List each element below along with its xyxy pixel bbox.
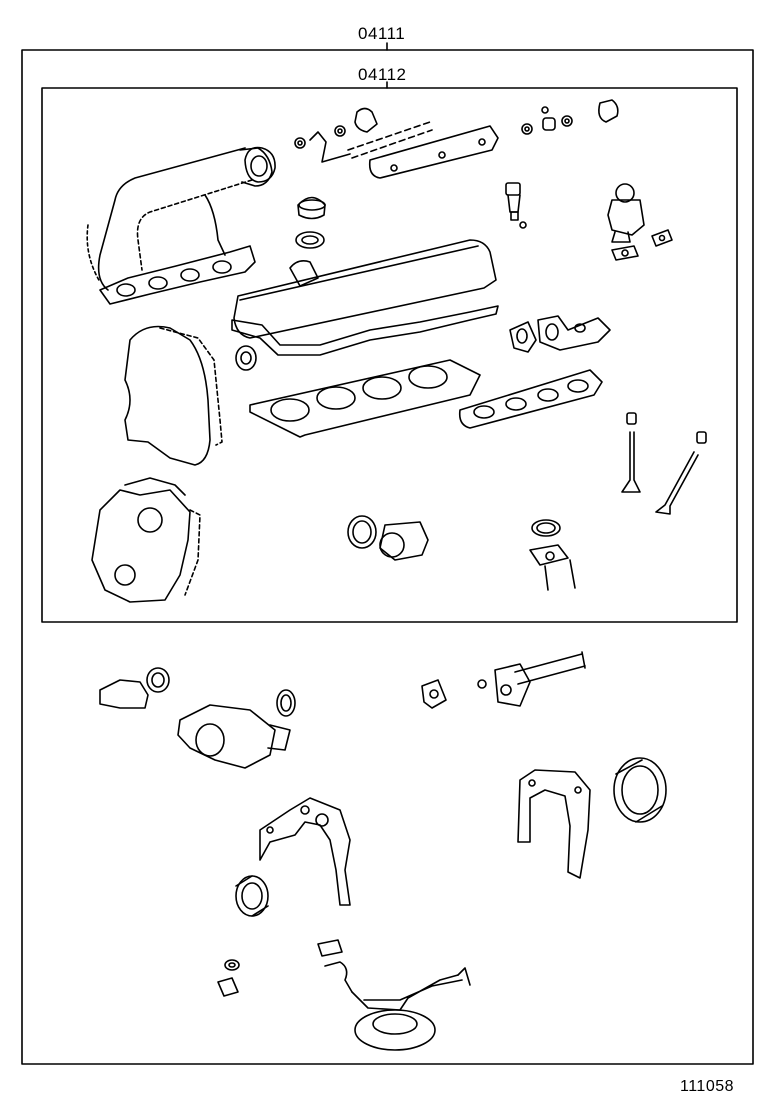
timing-cover-gasket <box>260 798 350 905</box>
oil-pressure-switch-gasket <box>218 960 239 996</box>
water-pump-gasket <box>178 690 295 768</box>
thermostat-housing-gasket <box>348 516 428 560</box>
egr-gaskets <box>612 230 672 260</box>
rear-oil-seal <box>614 758 666 822</box>
spark-plug-tube-seal <box>236 346 256 370</box>
fuel-injector <box>506 183 526 228</box>
oil-strainer-gasket <box>318 940 470 1050</box>
front-oil-seal <box>236 876 268 916</box>
fuel-delivery-pipe <box>310 122 498 178</box>
valve-stem-seals <box>627 413 706 443</box>
exhaust-manifold-gasket <box>460 370 602 428</box>
figure-number-label: 111058 <box>680 1078 735 1095</box>
timing-belt-cover-upper <box>125 327 222 466</box>
oil-filler-cap-gasket <box>296 232 324 248</box>
water-inlet-gasket <box>100 668 169 708</box>
exhaust-pipe-gasket <box>530 520 575 590</box>
fuel-injector-seals <box>295 100 618 148</box>
valves <box>622 432 698 514</box>
cylinder-head-cover <box>234 240 496 338</box>
timing-belt-cover-lower <box>92 478 200 602</box>
cylinder-head-gasket <box>250 360 480 437</box>
intake-chamber-gasket <box>245 148 275 183</box>
water-bypass-gasket <box>478 652 585 706</box>
cylinder-head-cover-gasket <box>232 306 498 355</box>
oil-filler-cap <box>298 198 325 219</box>
oil-cooler-gasket <box>422 680 446 708</box>
inner-kit-frame <box>42 88 737 622</box>
part-number-04112-label: 04112 <box>358 65 407 84</box>
intake-manifold-gasket <box>87 148 272 304</box>
part-number-04111-label: 04111 <box>358 24 406 43</box>
exhaust-manifold-gaskets <box>510 316 610 352</box>
egr-valve <box>608 184 644 242</box>
rear-oil-seal-retainer-gasket <box>518 770 590 878</box>
